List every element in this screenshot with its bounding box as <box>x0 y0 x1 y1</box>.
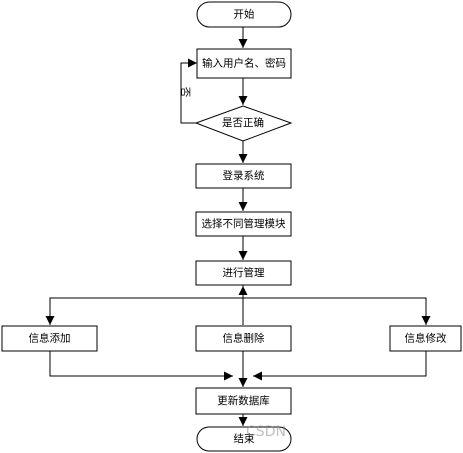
info-delete-node: 信息删除 <box>195 325 292 352</box>
manage-label: 进行管理 <box>223 266 265 279</box>
edge-add-merge <box>49 351 233 381</box>
info-add-label: 信息添加 <box>29 332 71 345</box>
select-module-label: 选择不同管理模块 <box>202 217 286 230</box>
info-add-node: 信息添加 <box>1 325 98 352</box>
watermark: CSDN <box>246 424 286 440</box>
info-edit-node: 信息修改 <box>389 325 462 352</box>
edge-manage-add <box>45 297 243 325</box>
update-db-label: 更新数据库 <box>217 394 270 407</box>
manage-node: 进行管理 <box>195 260 292 286</box>
decision-node: 是否正确 <box>194 105 293 142</box>
decision-label: 是否正确 <box>222 116 264 129</box>
edge-manage-edit <box>243 297 431 325</box>
start-node: 开始 <box>196 1 292 28</box>
end-node: 结束 <box>196 426 292 452</box>
input-credentials-node: 输入用户名、密码 <box>196 48 292 79</box>
info-edit-label: 信息修改 <box>405 332 447 345</box>
edge-edit-merge <box>253 351 427 381</box>
select-module-node: 选择不同管理模块 <box>195 211 292 237</box>
no-branch-label: 否 <box>179 87 191 98</box>
edge-decision-no-loop <box>180 58 197 124</box>
start-label: 开始 <box>234 8 255 21</box>
login-node: 登录系统 <box>195 163 292 189</box>
input-credentials-label: 输入用户名、密码 <box>202 57 286 70</box>
update-db-node: 更新数据库 <box>195 387 292 415</box>
login-label: 登录系统 <box>223 169 265 182</box>
info-delete-label: 信息删除 <box>223 332 265 345</box>
end-label: 结束 <box>234 432 255 445</box>
